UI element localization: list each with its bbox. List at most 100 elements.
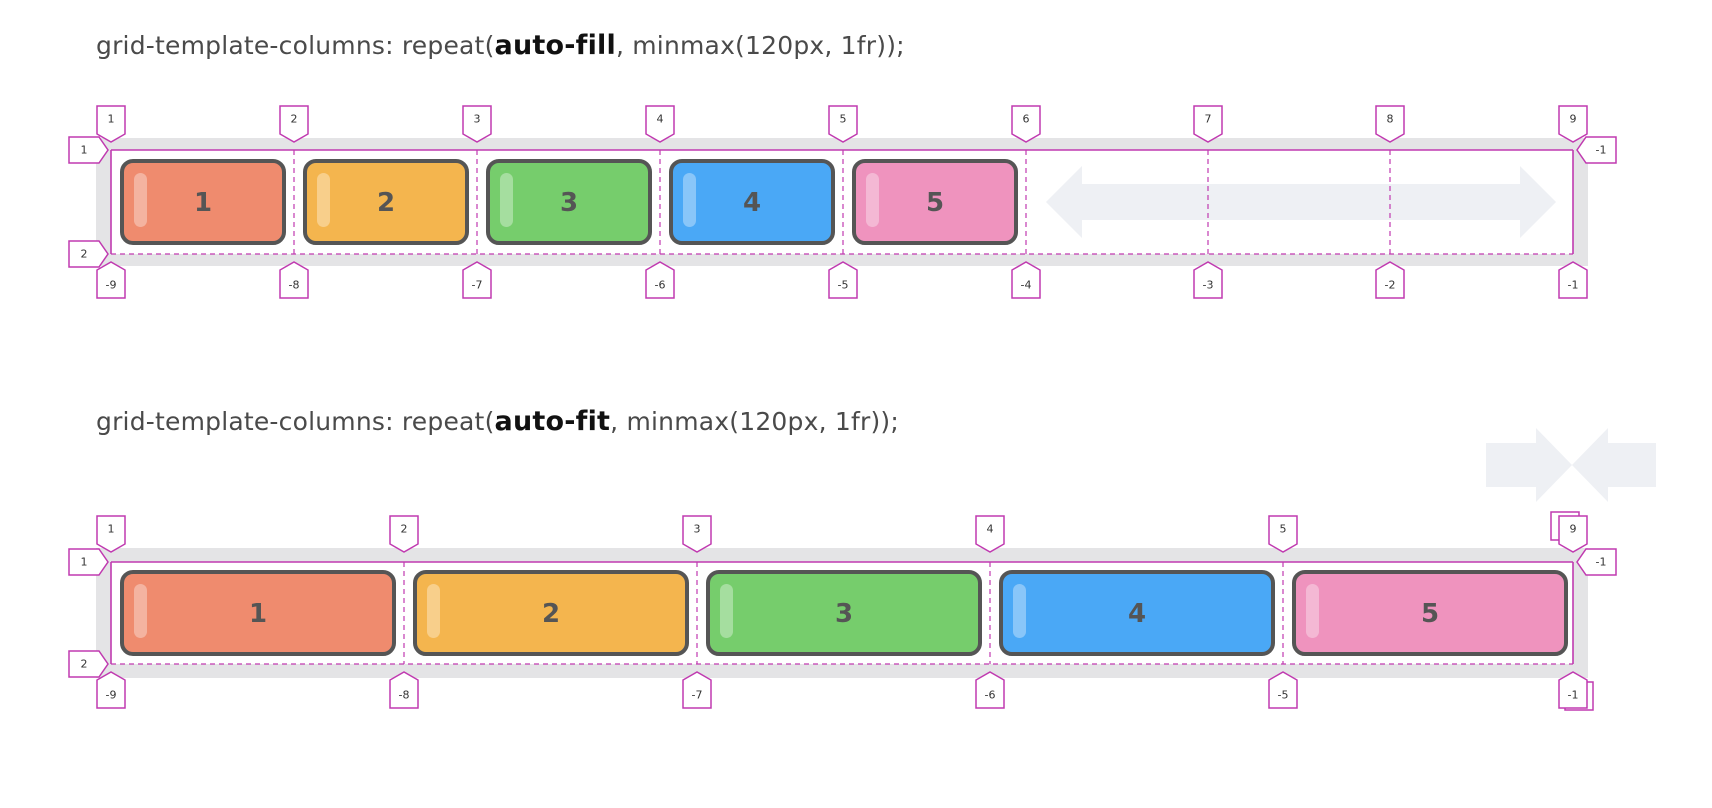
auto-fill-column-line-7-tag	[1193, 105, 1223, 143]
auto-fill-row-line-neg-1: -1	[1596, 144, 1607, 157]
auto-fill-row-line-2-tag	[68, 240, 109, 268]
auto-fill-column-line-neg-4: -4	[1021, 279, 1032, 292]
auto-fit-collapse-arrows-icon-right	[1572, 428, 1656, 502]
auto-fill-column-line-neg-5-tag	[828, 261, 858, 299]
auto-fit-column-line-5-tag	[1268, 515, 1298, 553]
auto-fit-row-line-1: 1	[81, 556, 88, 569]
auto-fill-grid-item-3-shine	[500, 173, 513, 227]
auto-fill-column-line-neg-9-tag	[96, 261, 126, 299]
auto-fill-column-line-neg-6: -6	[655, 279, 666, 292]
auto-fit-column-line-1: 1	[108, 523, 115, 536]
auto-fill-grid-item-2-label: 2	[377, 188, 395, 218]
auto-fill-column-line-7: 7	[1205, 113, 1212, 126]
auto-fit-grid-item-4-label: 4	[1128, 599, 1146, 629]
auto-fill-column-line-8-tag	[1375, 105, 1405, 143]
auto-fill-grid-item-5-shine	[866, 173, 879, 227]
auto-fit-column-line-neg-5-tag	[1268, 671, 1298, 709]
auto-fill-grid-item-3-label: 3	[560, 188, 578, 218]
auto-fit-column-line-2-tag	[389, 515, 419, 553]
auto-fill-column-line-neg-5: -5	[838, 279, 849, 292]
auto-fit-column-line-4-tag	[975, 515, 1005, 553]
auto-fit-grid-item-5-shine	[1306, 584, 1319, 638]
auto-fit-heading-prefix: grid-template-columns: repeat(	[96, 407, 495, 436]
auto-fit-grid-item-2-box	[413, 570, 689, 656]
auto-fit-row-line-2: 2	[81, 658, 88, 671]
auto-fill-row-line-2: 2	[81, 248, 88, 261]
auto-fill-column-line-3-tag	[462, 105, 492, 143]
auto-fill-keyword: auto-fill	[494, 30, 616, 61]
auto-fit-column-line-neg-7-tag	[682, 671, 712, 709]
auto-fill-column-line-5: 5	[840, 113, 847, 126]
auto-fill-column-line-9-tag	[1558, 105, 1588, 143]
auto-fit-column-line-neg-9: -9	[106, 689, 117, 702]
auto-fill-row-line-neg-1-tag	[1576, 136, 1617, 164]
auto-fill-column-line-5-tag	[828, 105, 858, 143]
auto-fit-grid-item-2-label: 2	[542, 599, 560, 629]
auto-fit-column-line-4: 4	[987, 523, 994, 536]
auto-fill-column-line-neg-2-tag	[1375, 261, 1405, 299]
auto-fill-expand-arrow-icon	[1046, 166, 1556, 238]
auto-fill-row-line-1-tag	[68, 136, 109, 164]
auto-fill-column-line-2: 2	[291, 113, 298, 126]
auto-fill-heading-prefix: grid-template-columns: repeat(	[96, 31, 495, 60]
auto-fill-grid-item-1-box	[120, 159, 286, 245]
auto-fit-collapse-arrows-icon-left	[1486, 428, 1572, 502]
auto-fit-grid-item-3-shine	[720, 584, 733, 638]
auto-fit-grid-item-3-box	[706, 570, 982, 656]
auto-fit-column-line-neg-6: -6	[985, 689, 996, 702]
auto-fill-column-line-neg-8-tag	[279, 261, 309, 299]
auto-fill-column-line-8: 8	[1387, 113, 1394, 126]
auto-fill-column-line-neg-7-tag	[462, 261, 492, 299]
auto-fill-grid-item-5-box	[852, 159, 1018, 245]
auto-fit-keyword: auto-fit	[494, 406, 611, 437]
auto-fill-grid-item-2-shine	[317, 173, 330, 227]
auto-fit-row-line-neg-1-tag	[1576, 548, 1617, 576]
auto-fill-grid-item-3-box	[486, 159, 652, 245]
auto-fit-column-line-neg-7: -7	[692, 689, 703, 702]
auto-fill-grid-item-1-shine	[134, 173, 147, 227]
auto-fill-heading: grid-template-columns: repeat(auto-fill,…	[96, 30, 905, 61]
auto-fill-column-line-neg-6-tag	[645, 261, 675, 299]
auto-fill-column-line-neg-1: -1	[1568, 279, 1579, 292]
auto-fit-column-line-neg-8: -8	[399, 689, 410, 702]
auto-fill-grid-item-1-label: 1	[194, 188, 212, 218]
auto-fill-column-line-neg-4-tag	[1011, 261, 1041, 299]
auto-fit-grid-item-2-shine	[427, 584, 440, 638]
auto-fill-grid-item-4-shine	[683, 173, 696, 227]
auto-fit-grid-item-1-shine	[134, 584, 147, 638]
auto-fill-column-line-neg-3: -3	[1203, 279, 1214, 292]
auto-fill-column-line-neg-7: -7	[472, 279, 483, 292]
auto-fit-column-line-neg-1: -1	[1568, 689, 1579, 702]
auto-fill-column-line-1: 1	[108, 113, 115, 126]
auto-fit-row-line-2-tag	[68, 650, 109, 678]
auto-fit-grid-item-1-box	[120, 570, 396, 656]
auto-fit-heading-suffix: , minmax(120px, 1fr));	[610, 407, 900, 436]
auto-fit-grid-item-3-label: 3	[835, 599, 853, 629]
auto-fill-column-line-1-tag	[96, 105, 126, 143]
auto-fit-column-line-3: 3	[694, 523, 701, 536]
auto-fit-grid-item-5-label: 5	[1421, 599, 1439, 629]
auto-fit-column-line-neg-6-tag	[975, 671, 1005, 709]
auto-fill-column-line-2-tag	[279, 105, 309, 143]
auto-fill-grid-item-4-box	[669, 159, 835, 245]
auto-fill-grid-item-5-label: 5	[926, 188, 944, 218]
auto-fit-column-line-9: 9	[1570, 523, 1577, 536]
auto-fill-column-line-neg-8: -8	[289, 279, 300, 292]
auto-fill-column-line-3: 3	[474, 113, 481, 126]
auto-fit-column-line-5: 5	[1280, 523, 1287, 536]
auto-fit-column-line-3-tag	[682, 515, 712, 553]
auto-fit-column-line-neg-1-tag	[1558, 671, 1588, 709]
auto-fill-column-line-9: 9	[1570, 113, 1577, 126]
auto-fit-row-line-1-tag	[68, 548, 109, 576]
auto-fit-heading: grid-template-columns: repeat(auto-fit, …	[96, 406, 899, 437]
auto-fill-row-line-1: 1	[81, 144, 88, 157]
auto-fit-column-line-neg-9-tag	[96, 671, 126, 709]
auto-fill-grid-item-4-label: 4	[743, 188, 761, 218]
auto-fill-column-line-neg-9: -9	[106, 279, 117, 292]
auto-fit-row-line-neg-1: -1	[1596, 556, 1607, 569]
auto-fit-column-line-2: 2	[401, 523, 408, 536]
auto-fill-column-line-4: 4	[657, 113, 664, 126]
auto-fit-grid-item-4-shine	[1013, 584, 1026, 638]
